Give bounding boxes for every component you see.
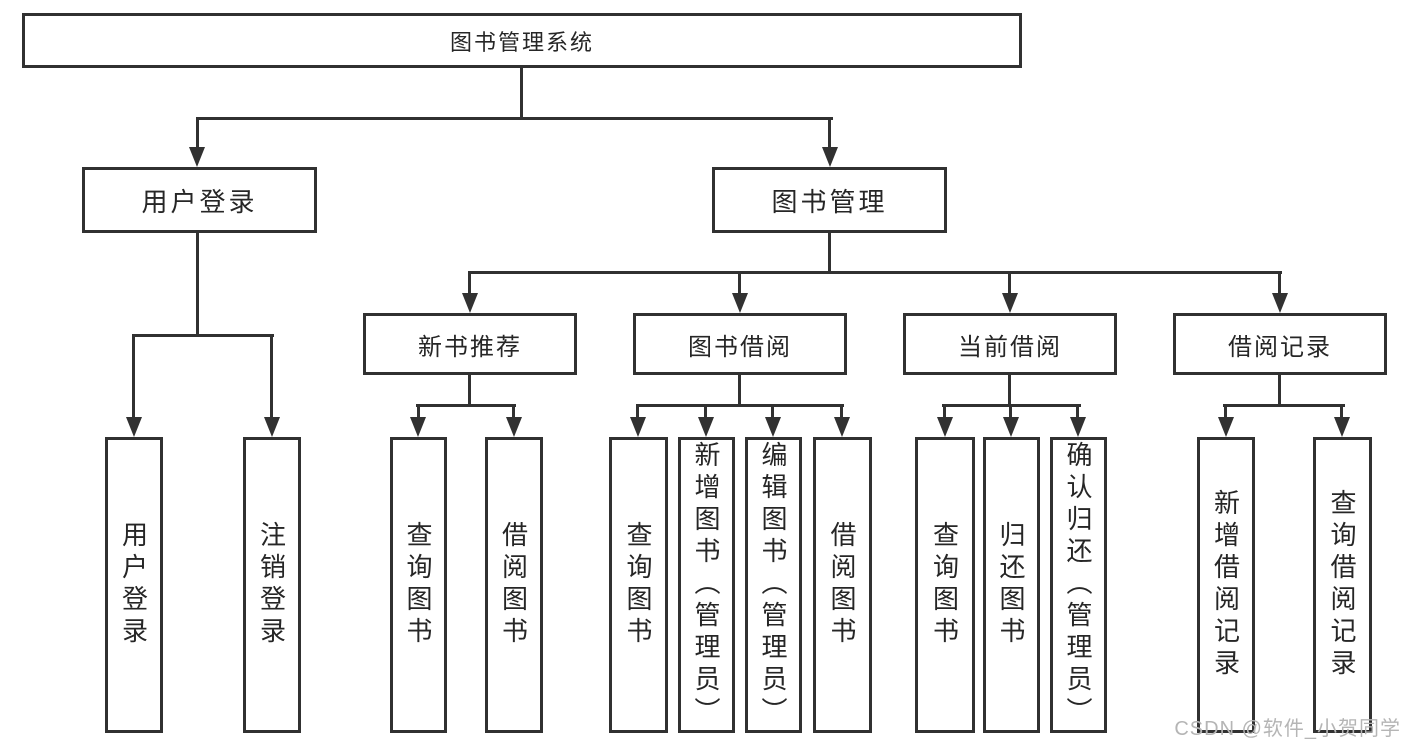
connector-borrow-to-leaf1 bbox=[636, 405, 639, 419]
connector-root-split bbox=[196, 117, 833, 120]
leaf-add-borrow-record: 新增借阅记录 bbox=[1197, 437, 1255, 733]
arrow-down-icon bbox=[630, 417, 646, 437]
connector-login-to-leaf2 bbox=[270, 335, 273, 419]
leaf-borrow-books-label: 借阅图书 bbox=[827, 521, 857, 649]
leaf-edit-book-admin: 编辑图书（管理员） bbox=[745, 437, 802, 733]
leaf-user-login: 用户登录 bbox=[105, 437, 163, 733]
connector-mgmt-stem bbox=[828, 233, 831, 273]
leaf-return-book: 归还图书 bbox=[983, 437, 1040, 733]
arrow-down-icon bbox=[410, 417, 426, 437]
arrow-down-icon bbox=[1218, 417, 1234, 437]
connector-borrow-to-leaf4 bbox=[840, 405, 843, 419]
node-new-book-recommend: 新书推荐 bbox=[363, 313, 577, 375]
connector-records-to-leaf2 bbox=[1340, 405, 1343, 419]
connector-records-split bbox=[1223, 404, 1345, 407]
arrow-down-icon bbox=[822, 147, 838, 167]
csdn-watermark: CSDN @软件_小贺同学 bbox=[1174, 718, 1401, 740]
leaf-add-book-admin-label: 新增图书（管理员） bbox=[691, 441, 721, 729]
node-new-book-recommend-label: 新书推荐 bbox=[418, 333, 522, 361]
node-user-login: 用户登录 bbox=[82, 167, 317, 233]
connector-records-to-leaf1 bbox=[1224, 405, 1227, 419]
arrow-down-icon bbox=[1002, 293, 1018, 313]
node-borrow-records: 借阅记录 bbox=[1173, 313, 1387, 375]
node-book-management-label: 图书管理 bbox=[771, 186, 888, 217]
leaf-query-borrow-record-label: 查询借阅记录 bbox=[1327, 489, 1357, 681]
connector-root-to-login bbox=[196, 118, 199, 149]
leaf-query-books-current: 查询图书 bbox=[915, 437, 975, 733]
connector-root-to-mgmt bbox=[828, 118, 831, 149]
connector-recommend-to-leaf2 bbox=[512, 405, 515, 419]
arrow-down-icon bbox=[506, 417, 522, 437]
connector-borrow-split bbox=[636, 404, 844, 407]
connector-records-stem bbox=[1278, 375, 1281, 406]
leaf-borrow-books: 借阅图书 bbox=[813, 437, 872, 733]
leaf-query-books-recommend-label: 查询图书 bbox=[403, 521, 433, 649]
arrow-down-icon bbox=[126, 417, 142, 437]
connector-mgmt-split bbox=[468, 271, 1282, 274]
connector-borrow-to-leaf3 bbox=[771, 405, 774, 419]
arrow-down-icon bbox=[834, 417, 850, 437]
arrow-down-icon bbox=[1272, 293, 1288, 313]
arrow-down-icon bbox=[1070, 417, 1086, 437]
node-user-login-label: 用户登录 bbox=[141, 186, 258, 217]
connector-login-stem bbox=[196, 233, 199, 335]
leaf-borrow-books-recommend-label: 借阅图书 bbox=[498, 521, 529, 649]
connector-borrow-stem bbox=[738, 375, 741, 406]
arrow-down-icon bbox=[189, 147, 205, 167]
leaf-edit-book-admin-label: 编辑图书（管理员） bbox=[758, 441, 788, 729]
arrow-down-icon bbox=[264, 417, 280, 437]
leaf-query-borrow-record: 查询借阅记录 bbox=[1313, 437, 1372, 733]
connector-mgmt-to-records bbox=[1278, 272, 1281, 295]
connector-mgmt-to-recommend bbox=[468, 272, 471, 295]
connector-current-to-leaf1 bbox=[943, 405, 946, 419]
connector-borrow-to-leaf2 bbox=[704, 405, 707, 419]
node-root-label: 图书管理系统 bbox=[449, 29, 594, 55]
arrow-down-icon bbox=[765, 417, 781, 437]
node-current-borrow-label: 当前借阅 bbox=[958, 333, 1062, 361]
node-book-management: 图书管理 bbox=[712, 167, 947, 233]
leaf-add-book-admin: 新增图书（管理员） bbox=[678, 437, 735, 733]
node-book-borrow-label: 图书借阅 bbox=[688, 333, 792, 361]
arrow-down-icon bbox=[1334, 417, 1350, 437]
leaf-logout-label: 注销登录 bbox=[256, 521, 287, 649]
leaf-query-books-borrow-label: 查询图书 bbox=[623, 521, 653, 649]
connector-mgmt-to-current bbox=[1008, 272, 1011, 295]
leaf-logout: 注销登录 bbox=[243, 437, 301, 733]
arrow-down-icon bbox=[937, 417, 953, 437]
leaf-query-books-recommend: 查询图书 bbox=[390, 437, 447, 733]
connector-login-split bbox=[132, 334, 274, 337]
leaf-query-books-current-label: 查询图书 bbox=[929, 521, 960, 649]
connector-mgmt-to-borrow bbox=[738, 272, 741, 295]
node-current-borrow: 当前借阅 bbox=[903, 313, 1117, 375]
leaf-add-borrow-record-label: 新增借阅记录 bbox=[1210, 489, 1241, 681]
arrow-down-icon bbox=[462, 293, 478, 313]
arrow-down-icon bbox=[1003, 417, 1019, 437]
leaf-query-books-borrow: 查询图书 bbox=[609, 437, 668, 733]
connector-current-to-leaf3 bbox=[1076, 405, 1079, 419]
arrow-down-icon bbox=[732, 293, 748, 313]
leaf-return-book-label: 归还图书 bbox=[996, 521, 1026, 649]
node-borrow-records-label: 借阅记录 bbox=[1228, 333, 1332, 361]
connector-recommend-to-leaf1 bbox=[417, 405, 420, 419]
connector-login-to-leaf1 bbox=[132, 335, 135, 419]
connector-recommend-stem bbox=[468, 375, 471, 406]
arrow-down-icon bbox=[698, 417, 714, 437]
node-book-borrow: 图书借阅 bbox=[633, 313, 847, 375]
leaf-borrow-books-recommend: 借阅图书 bbox=[485, 437, 543, 733]
connector-current-to-leaf2 bbox=[1009, 405, 1012, 419]
connector-root-stem bbox=[520, 68, 523, 118]
connector-current-stem bbox=[1008, 375, 1011, 406]
leaf-confirm-return-admin: 确认归还（管理员） bbox=[1050, 437, 1107, 733]
node-root: 图书管理系统 bbox=[22, 13, 1022, 68]
leaf-confirm-return-admin-label: 确认归还（管理员） bbox=[1063, 441, 1093, 729]
connector-recommend-split bbox=[416, 404, 516, 407]
leaf-user-login-label: 用户登录 bbox=[118, 521, 149, 649]
